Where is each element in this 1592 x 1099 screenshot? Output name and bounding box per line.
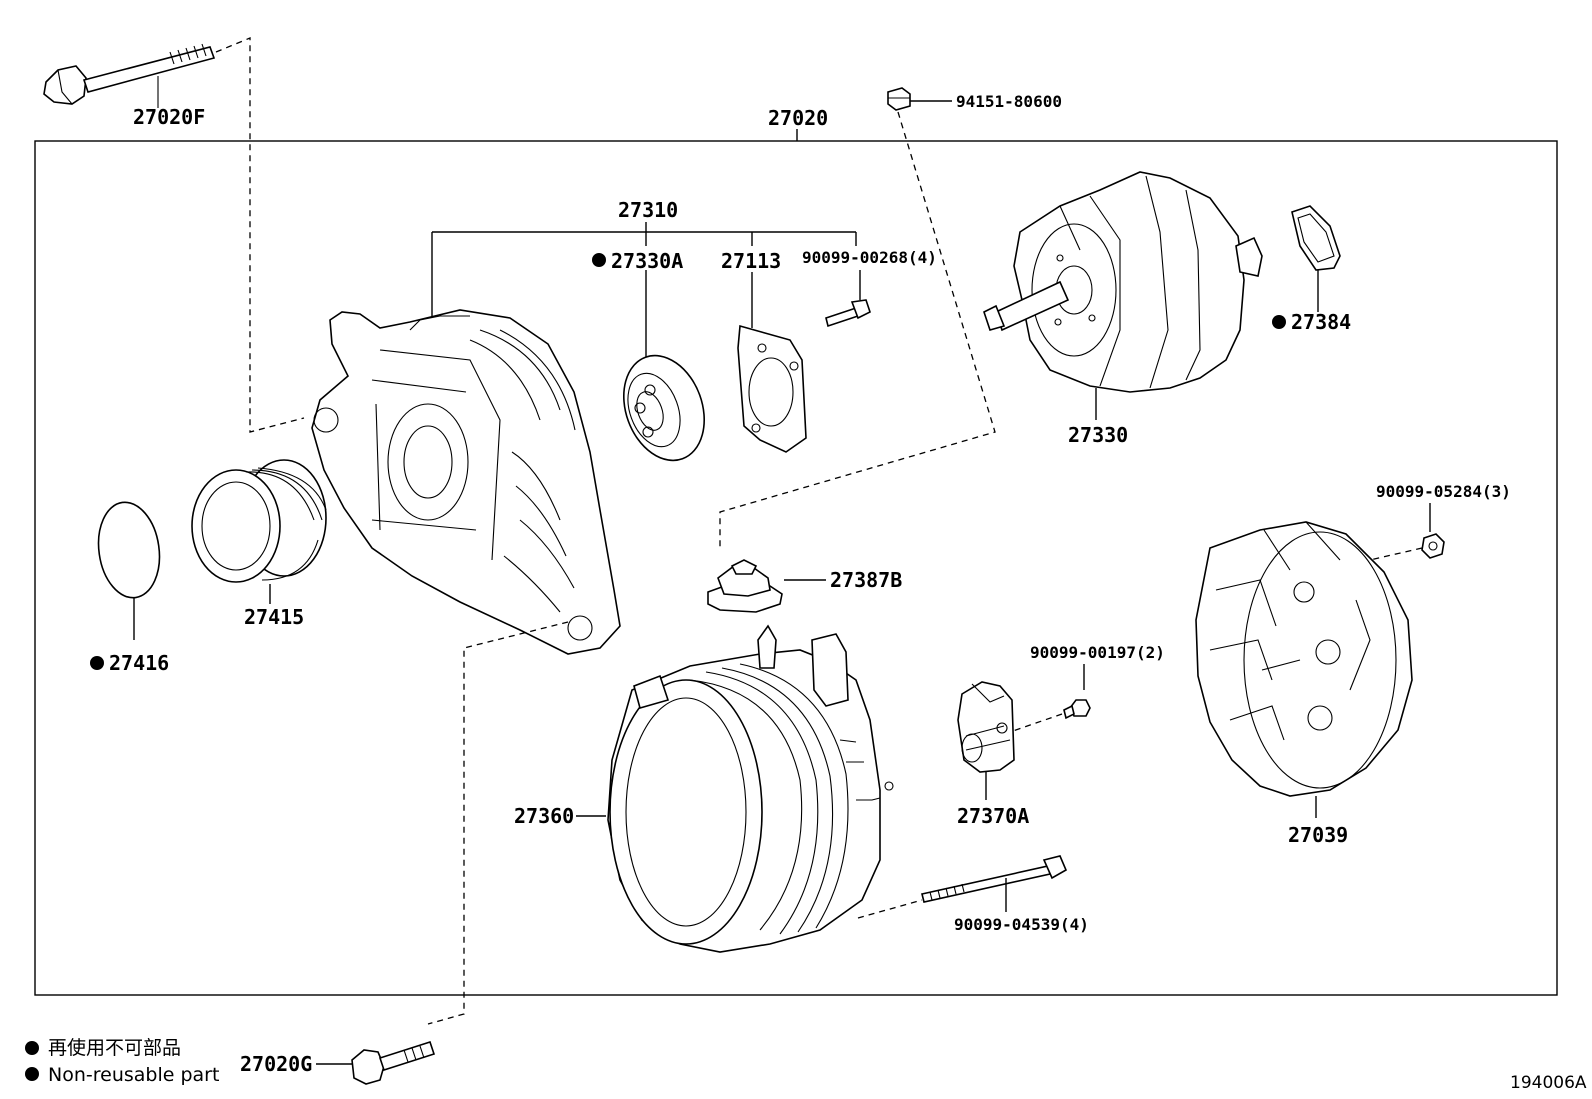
nut-94151-icon <box>887 87 911 111</box>
nut-90099-05284-icon <box>1421 533 1445 559</box>
label-27384: 27384 <box>1291 310 1351 334</box>
dash-90099-04539 <box>857 899 923 919</box>
label-27330a: 27330A <box>611 249 683 273</box>
bearing-27330a-icon <box>622 354 706 462</box>
label-27387b: 27387B <box>830 568 902 592</box>
retainer-plate-27113-icon <box>737 324 807 453</box>
dash-27020f <box>215 37 305 433</box>
label-90099-04539: 90099-04539(4) <box>954 915 1089 934</box>
dash-90099-05284 <box>1369 547 1423 561</box>
label-27113: 27113 <box>721 249 781 273</box>
non-reusable-dot-27416 <box>90 656 104 670</box>
cap-27416-icon <box>97 501 161 599</box>
rear-cover-27039-icon <box>1195 521 1413 797</box>
dash-90099-00197 <box>1009 713 1063 733</box>
non-reusable-dot-27330a <box>592 253 606 267</box>
legend-dot-english <box>25 1067 39 1081</box>
label-90099-00197: 90099-00197(2) <box>1030 643 1165 662</box>
label-90099-05284: 90099-05284(3) <box>1376 482 1511 501</box>
legend-english: Non-reusable part <box>48 1064 219 1086</box>
dash-94151 <box>719 111 996 548</box>
label-94151: 94151-80600 <box>956 92 1062 111</box>
dash-27020g <box>427 621 569 1025</box>
assembly-frame <box>34 140 1558 996</box>
label-27360: 27360 <box>514 804 574 828</box>
diagram-code: 194006A <box>1510 1073 1587 1093</box>
bolt-27020g-icon <box>351 1040 436 1085</box>
legend-dot-japanese <box>25 1041 39 1055</box>
stator-27360-icon <box>607 624 894 953</box>
screw-90099-00268-icon <box>825 299 871 328</box>
label-27020f: 27020F <box>133 105 205 129</box>
label-27415: 27415 <box>244 605 304 629</box>
label-27020g: 27020G <box>240 1052 312 1076</box>
bolt-90099-04539-icon <box>921 855 1068 903</box>
label-27020: 27020 <box>768 106 828 130</box>
label-27330: 27330 <box>1068 423 1128 447</box>
bolt-27020f-icon <box>43 43 216 105</box>
label-27370a: 27370A <box>957 804 1029 828</box>
bracket-27310 <box>431 231 857 320</box>
label-27310: 27310 <box>618 198 678 222</box>
screw-90099-00197-icon <box>1063 699 1091 720</box>
label-27039: 27039 <box>1288 823 1348 847</box>
label-90099-00268: 90099-00268(4) <box>802 248 937 267</box>
label-27416: 27416 <box>109 651 169 675</box>
non-reusable-dot-27384 <box>1272 315 1286 329</box>
seal-27384-icon <box>1291 205 1341 271</box>
brush-holder-27370a-icon <box>957 681 1015 773</box>
insulator-27387b-icon <box>707 559 783 613</box>
legend-japanese: 再使用不可部品 <box>48 1037 181 1059</box>
rotor-27330-icon <box>983 171 1263 393</box>
drive-end-frame-icon <box>311 309 621 655</box>
pulley-27415-icon <box>191 459 327 583</box>
